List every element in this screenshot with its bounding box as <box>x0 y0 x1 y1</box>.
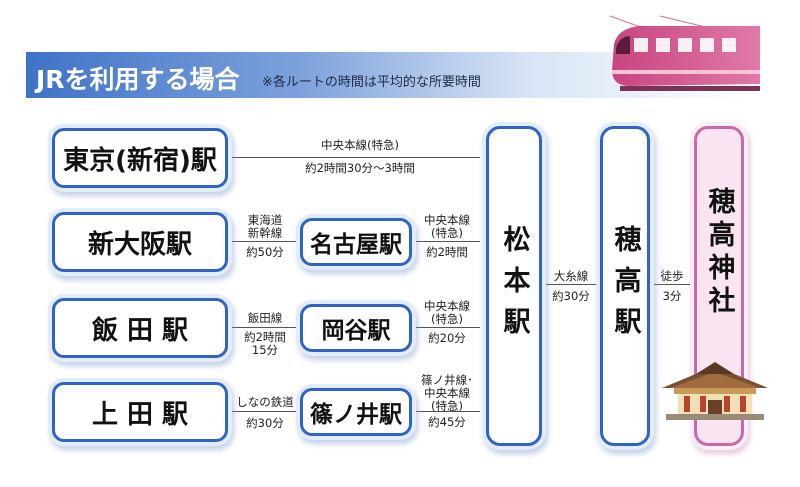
shinonoi-line-label-2: 中央本線 <box>424 386 470 400</box>
station-shinosaka-label: 新大阪駅 <box>87 229 192 260</box>
iida-time-label-2: 15分 <box>251 343 279 357</box>
route-line-iida <box>232 327 298 328</box>
station-matsumoto: 松本駅 <box>486 126 542 446</box>
route-line-shinonoi <box>414 411 480 412</box>
page-title: JRを利用する場合 <box>36 65 240 94</box>
oito-line-label: 大糸線 <box>553 269 589 283</box>
iida-line-label: 飯田線 <box>247 311 283 325</box>
header-note: ※各ルートの時間は平均的な所要時間 <box>262 75 481 90</box>
station-shinonoi-label: 篠ノ井駅 <box>310 402 402 428</box>
tokyo-line-label: 中央本線(特急) <box>321 138 399 152</box>
ueda-time-label: 約30分 <box>246 416 284 430</box>
route-line-ueda <box>232 411 298 412</box>
train-icon <box>609 15 760 91</box>
station-ueda-label: 上 田 駅 <box>91 399 189 430</box>
route-line-tokyo <box>232 157 480 158</box>
hotaka-shrine-label: 穂高神社 <box>703 187 735 319</box>
station-hotaka: 穂高駅 <box>600 126 650 446</box>
station-nagoya: 名古屋駅 <box>300 218 412 266</box>
nagoya-line-label-2: (特急) <box>431 226 463 240</box>
station-tokyo: 東京(新宿)駅 <box>52 128 228 188</box>
nagoya-time-label: 約2時間 <box>426 245 468 259</box>
station-matsumoto-label: 松本駅 <box>498 224 530 348</box>
oito-time-label: 約30分 <box>552 289 590 303</box>
walk-time-label: 3分 <box>662 289 682 303</box>
okaya-line-label-2: (特急) <box>431 312 463 326</box>
station-ueda: 上 田 駅 <box>52 382 228 442</box>
okaya-line-label-1: 中央本線 <box>424 299 470 313</box>
station-shinonoi: 篠ノ井駅 <box>300 388 412 436</box>
route-line-walk <box>652 284 692 285</box>
station-okaya: 岡谷駅 <box>300 304 412 352</box>
shinosaka-line-label-2: 新幹線 <box>247 226 283 240</box>
ueda-line-label: しなの鉄道 <box>236 395 294 409</box>
station-nagoya-label: 名古屋駅 <box>310 232 402 258</box>
route-line-okaya <box>414 327 480 328</box>
route-line-shinosaka <box>232 241 298 242</box>
shinonoi-line-label-1: 篠ノ井線･ <box>421 373 473 387</box>
walk-label: 徒歩 <box>660 269 684 283</box>
iida-time-label-1: 約2時間 <box>244 330 286 344</box>
station-iida-label: 飯 田 駅 <box>91 315 189 346</box>
route-line-nagoya <box>414 241 480 242</box>
shinosaka-line-label-1: 東海道 <box>247 213 283 227</box>
station-okaya-label: 岡谷駅 <box>321 318 391 344</box>
shinosaka-time-label: 約50分 <box>246 245 284 259</box>
okaya-time-label: 約20分 <box>428 331 466 345</box>
station-shinosaka: 新大阪駅 <box>52 212 228 272</box>
tokyo-time-label: 約2時間30分～3時間 <box>305 161 415 175</box>
station-hotaka-label: 穂高駅 <box>609 224 641 348</box>
station-tokyo-label: 東京(新宿)駅 <box>63 145 217 176</box>
route-line-oito <box>544 284 598 285</box>
nagoya-line-label-1: 中央本線 <box>424 213 470 227</box>
shinonoi-time-label: 約45分 <box>428 415 466 429</box>
station-iida: 飯 田 駅 <box>52 298 228 358</box>
shrine-icon <box>662 362 768 420</box>
shinonoi-line-label-3: (特急) <box>431 399 463 413</box>
